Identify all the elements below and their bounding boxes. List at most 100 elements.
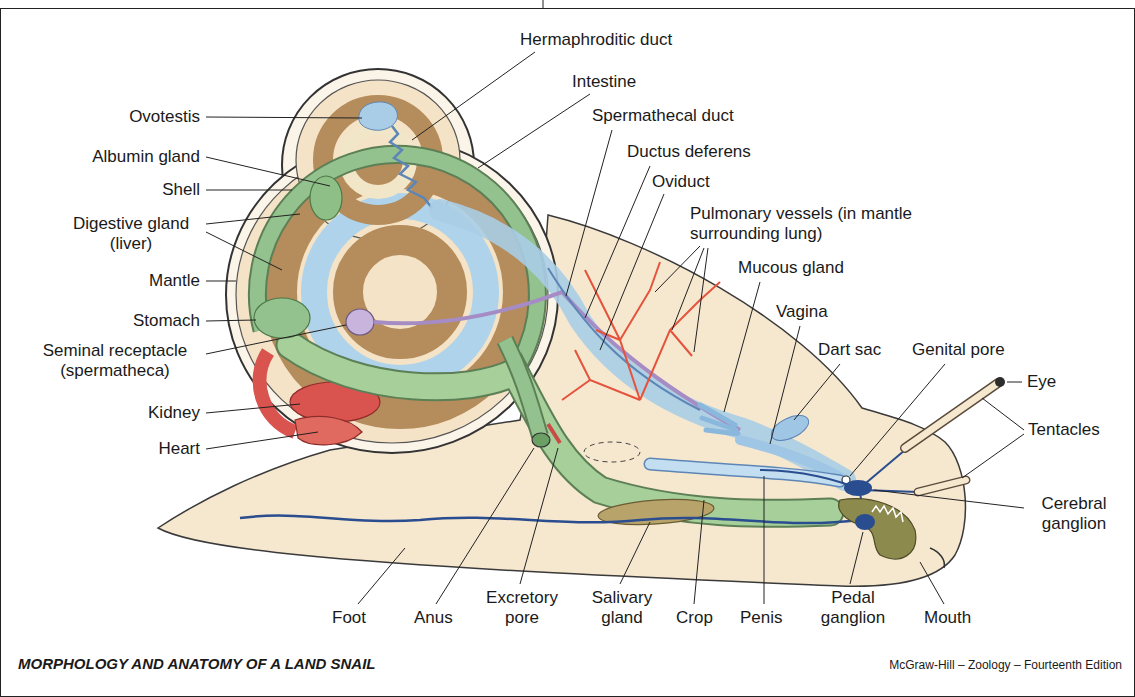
pedal-nerve xyxy=(240,516,860,524)
part-label: Mucous gland xyxy=(738,258,844,278)
leader-line xyxy=(206,214,300,224)
part-label: Oviduct xyxy=(652,172,710,192)
part-label: Ductus deferens xyxy=(627,142,751,162)
leader-line xyxy=(694,500,704,604)
part-label: Foot xyxy=(332,608,366,628)
part-label: Tentacles xyxy=(1028,420,1100,440)
leader-line xyxy=(206,320,256,321)
part-label: Eye xyxy=(1027,372,1056,392)
part-label: Hermaphroditic duct xyxy=(520,30,672,50)
rectum-outline xyxy=(505,340,540,436)
spermathecal-duct xyxy=(374,292,740,430)
gland-coil xyxy=(314,206,486,378)
mucous-gland xyxy=(700,405,738,434)
part-label: Penis xyxy=(740,608,783,628)
leader-line xyxy=(206,432,318,449)
part-label: Stomach xyxy=(10,311,200,331)
lower-tentacle xyxy=(918,480,966,492)
part-label: Pedal ganglion xyxy=(808,588,898,628)
part-label: Heart xyxy=(10,439,200,459)
part-label: Crop xyxy=(676,608,713,628)
pericardial-region xyxy=(260,352,295,432)
leader-line xyxy=(358,548,405,604)
radula xyxy=(872,506,903,522)
hermaphroditic-duct xyxy=(390,126,432,208)
leader-line xyxy=(206,325,346,354)
pulmonary-vessels xyxy=(562,262,720,400)
leader-line xyxy=(874,490,1024,508)
leader-line xyxy=(655,246,700,292)
leader-line xyxy=(694,248,708,352)
part-label: Cerebral ganglion xyxy=(1026,494,1122,534)
part-label: Genital pore xyxy=(912,340,1005,360)
upper-tentacle xyxy=(905,383,998,448)
credit-note: McGraw-Hill – Zoology – Fourteenth Editi… xyxy=(822,658,1122,673)
reproductive-tract xyxy=(440,210,845,480)
part-label: Intestine xyxy=(572,72,636,92)
leader-line xyxy=(982,398,1024,430)
leader-line xyxy=(724,282,760,412)
nerve-branches xyxy=(760,450,918,522)
penis-outline xyxy=(650,464,840,481)
mouth-opening xyxy=(930,548,944,568)
excretory-pore xyxy=(548,424,560,443)
leader-line xyxy=(585,166,650,318)
leader-line xyxy=(1007,382,1022,383)
part-label: Digestive gland (liver) xyxy=(58,214,204,254)
leader-line xyxy=(206,404,300,413)
leader-line xyxy=(850,532,863,584)
part-label: Kidney xyxy=(10,403,200,423)
part-label: Spermathecal duct xyxy=(592,106,734,126)
tentacle-outline xyxy=(905,383,998,448)
pedal-ganglion xyxy=(855,514,875,530)
salivary-gland xyxy=(597,496,714,528)
leader-line xyxy=(436,448,534,604)
part-label: Salivary gland xyxy=(578,588,666,628)
penis xyxy=(650,464,840,481)
leader-line xyxy=(672,248,704,330)
leader-line xyxy=(794,364,840,420)
seminal-receptacle xyxy=(346,309,374,335)
leader-line xyxy=(206,281,236,282)
part-label: Anus xyxy=(414,608,453,628)
figure-caption: MORPHOLOGY AND ANATOMY OF A LAND SNAIL xyxy=(18,654,376,674)
frame-tick xyxy=(543,0,544,8)
part-label: Pulmonary vessels (in mantle surrounding… xyxy=(690,204,930,244)
part-label: Mouth xyxy=(924,608,971,628)
leader-line xyxy=(850,364,945,476)
dashed-outline xyxy=(584,442,640,462)
leader-line xyxy=(206,157,330,186)
ovotestis xyxy=(359,102,398,130)
part-label: Dart sac xyxy=(818,340,881,360)
leader-line xyxy=(206,232,282,270)
leader-line xyxy=(962,434,1024,478)
mucous-gland-lobe xyxy=(706,430,738,434)
leader-line xyxy=(412,52,535,140)
leader-line xyxy=(620,522,650,584)
stomach xyxy=(254,298,310,338)
part-label: Albumin gland xyxy=(10,147,200,167)
heart xyxy=(295,416,362,444)
leader-line xyxy=(600,194,664,350)
cerebral-ganglion xyxy=(844,480,872,496)
leader-line xyxy=(770,326,800,444)
leader-line xyxy=(206,117,362,118)
rectum xyxy=(505,340,540,436)
part-label: Excretory pore xyxy=(474,588,570,628)
part-label: Shell xyxy=(10,180,200,200)
tentacle-outline xyxy=(918,480,966,492)
part-label: Seminal receptacle (spermatheca) xyxy=(26,341,204,381)
eye xyxy=(995,377,1005,387)
buccal-mass xyxy=(839,499,916,559)
part-label: Vagina xyxy=(776,302,828,322)
leader-line xyxy=(920,562,944,604)
leader-line xyxy=(764,476,765,604)
frame xyxy=(1,9,1135,697)
leader-line xyxy=(520,448,558,584)
part-label: Mantle xyxy=(10,271,200,291)
leader-line xyxy=(206,190,292,191)
part-label: Ovotestis xyxy=(10,107,200,127)
leader-lines xyxy=(206,52,1024,604)
leader-line xyxy=(478,94,590,168)
